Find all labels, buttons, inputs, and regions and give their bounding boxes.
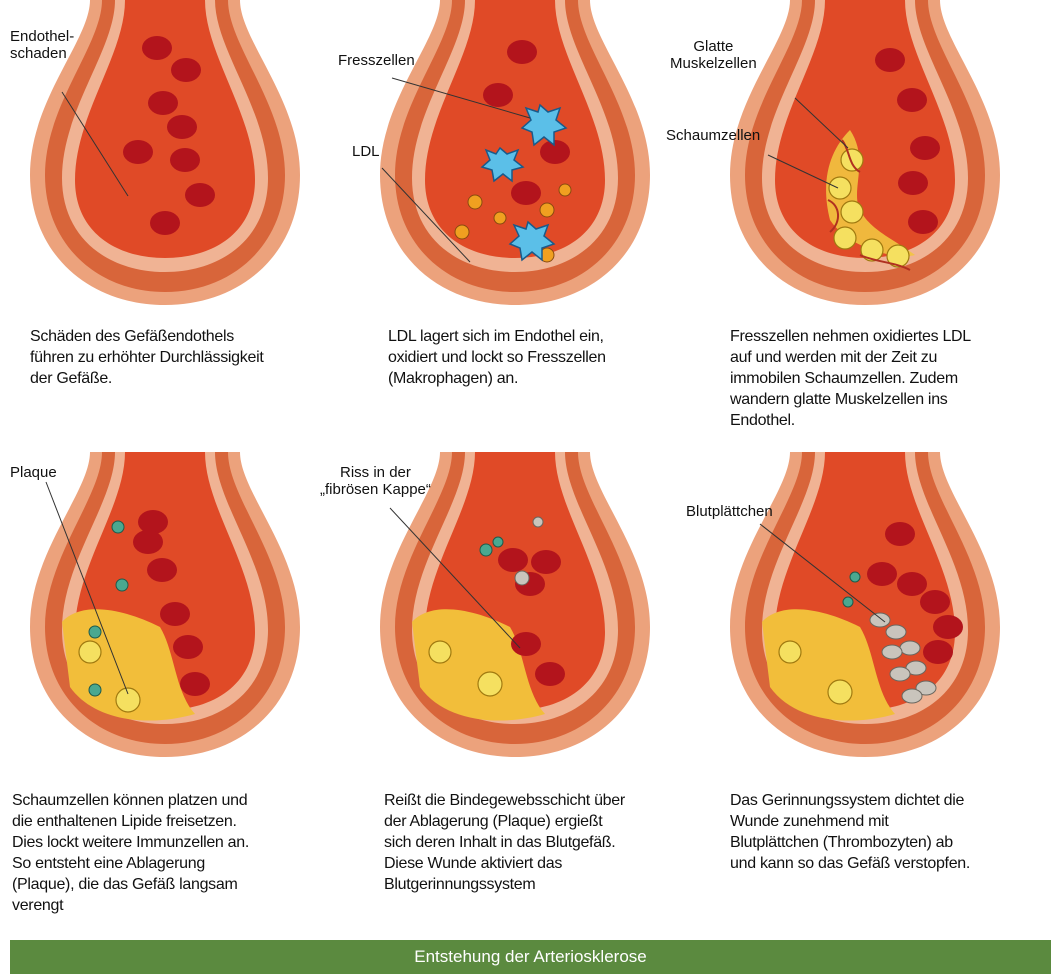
caption-stage-2: LDL lagert sich im Endothel ein, oxidier… bbox=[388, 326, 606, 389]
stage-5-fibrous-cap-rupture: Riss in der „fibrösen Kappe“ Reißt die B… bbox=[350, 452, 700, 932]
label-foam-cells: Schaumzellen bbox=[666, 127, 760, 144]
label-endothelial-damage: Endothel- schaden bbox=[10, 28, 74, 62]
stage-6-platelets: Blutplättchen Das Gerinnungssystem dicht… bbox=[700, 452, 1050, 932]
stage-1-endothelial-damage: Endothel- schaden Schäden des Gefäßendot… bbox=[0, 0, 350, 480]
label-smooth-muscle-cells: Glatte Muskelzellen bbox=[670, 38, 757, 72]
caption-stage-6: Das Gerinnungssystem dichtet die Wunde z… bbox=[730, 790, 970, 874]
caption-stage-1: Schäden des Gefäßendothels führen zu erh… bbox=[30, 326, 263, 389]
title-banner: Entstehung der Arteriosklerose bbox=[10, 940, 1051, 974]
caption-stage-3: Fresszellen nehmen oxidiertes LDL auf un… bbox=[730, 326, 971, 431]
stage-2-ldl-macrophages: Fresszellen LDL LDL lagert sich im Endot… bbox=[350, 0, 700, 480]
label-platelets: Blutplättchen bbox=[686, 503, 773, 520]
vessel-illustration-5 bbox=[350, 452, 700, 772]
stage-3-foam-cells: Glatte Muskelzellen Schaumzellen Fressze… bbox=[700, 0, 1050, 480]
vessel-illustration-2 bbox=[350, 0, 700, 320]
label-ldl: LDL bbox=[352, 143, 380, 160]
vessel-illustration-6 bbox=[700, 452, 1050, 772]
caption-stage-5: Reißt die Bindegewebsschicht über der Ab… bbox=[384, 790, 625, 895]
stage-4-plaque: Plaque Schaumzellen können platzen und d… bbox=[0, 452, 350, 932]
label-plaque: Plaque bbox=[10, 464, 57, 481]
label-macrophages: Fresszellen bbox=[338, 52, 415, 69]
vessel-illustration-4 bbox=[0, 452, 350, 772]
caption-stage-4: Schaumzellen können platzen und die enth… bbox=[12, 790, 249, 916]
label-fibrous-cap-rupture: Riss in der „fibrösen Kappe“ bbox=[320, 464, 431, 498]
